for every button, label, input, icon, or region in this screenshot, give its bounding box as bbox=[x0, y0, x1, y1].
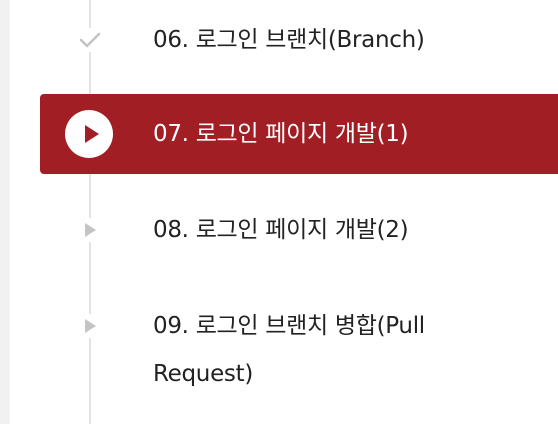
lesson-item-06[interactable]: 06. 로그인 브랜치(Branch) bbox=[40, 14, 558, 66]
lesson-title: 07. 로그인 페이지 개발(1) bbox=[153, 121, 409, 147]
play-icon bbox=[80, 218, 100, 242]
lesson-item-07-active[interactable]: 07. 로그인 페이지 개발(1) bbox=[40, 94, 558, 174]
lesson-item-09[interactable]: 09. 로그인 브랜치 병합(Pull Request) bbox=[40, 302, 558, 412]
lesson-item-08[interactable]: 08. 로그인 페이지 개발(2) bbox=[40, 206, 558, 258]
lesson-title: 09. 로그인 브랜치 병합(Pull Request) bbox=[153, 313, 425, 387]
lesson-title: 08. 로그인 페이지 개발(2) bbox=[153, 217, 409, 243]
timeline-line bbox=[89, 0, 91, 424]
play-circle-icon bbox=[65, 110, 113, 158]
play-icon bbox=[80, 314, 100, 338]
left-rail bbox=[0, 0, 10, 424]
lesson-title: 06. 로그인 브랜치(Branch) bbox=[153, 27, 425, 53]
check-icon bbox=[78, 28, 102, 52]
